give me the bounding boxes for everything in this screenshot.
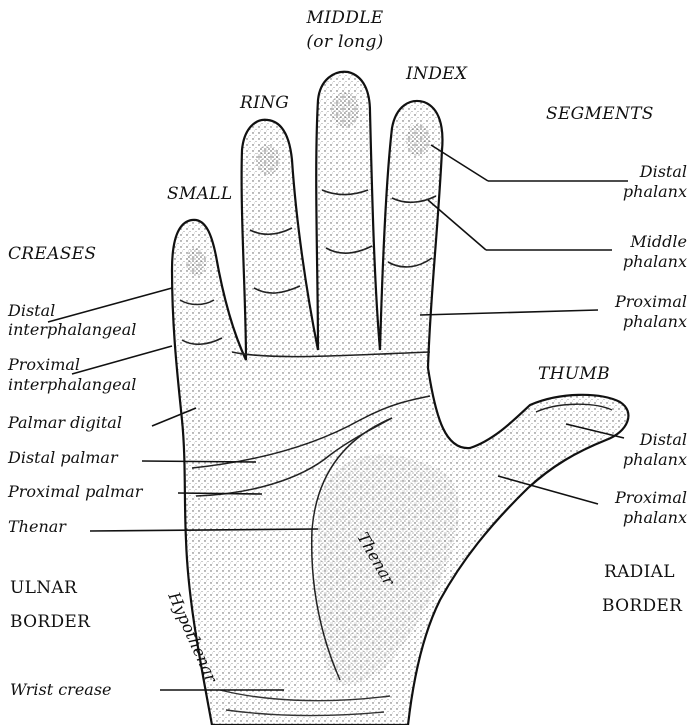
label-ring: RING xyxy=(240,95,289,112)
label-thumb-proximal-1: Proximal xyxy=(615,490,687,506)
label-distal-interphalangeal-1: Distal xyxy=(8,303,55,319)
label-index: INDEX xyxy=(406,66,467,83)
label-proximal-phalanx-2: phalanx xyxy=(623,314,687,330)
label-radial-1: RADIAL xyxy=(604,564,675,581)
label-thenar-crease: Thenar xyxy=(8,519,66,535)
label-thumb-proximal-2: phalanx xyxy=(623,510,687,526)
label-middle-phalanx-2: phalanx xyxy=(623,254,687,270)
label-distal-palmar: Distal palmar xyxy=(8,450,118,466)
label-palmar-digital: Palmar digital xyxy=(8,415,122,431)
label-proximal-interphalangeal-2: interphalangeal xyxy=(8,377,136,393)
label-thumb-distal-2: phalanx xyxy=(623,452,687,468)
label-proximal-phalanx-1: Proximal xyxy=(615,294,687,310)
label-distal-phalanx-2: phalanx xyxy=(623,184,687,200)
creases-heading: CREASES xyxy=(8,246,96,263)
label-middle-phalanx-1: Middle xyxy=(630,234,687,250)
label-radial-2: BORDER xyxy=(602,598,682,615)
segments-heading: SEGMENTS xyxy=(546,106,654,123)
label-thumb-distal-1: Distal xyxy=(640,432,687,448)
label-ulnar-2: BORDER xyxy=(10,614,90,631)
label-ulnar-1: ULNAR xyxy=(10,580,77,597)
label-proximal-palmar: Proximal palmar xyxy=(8,484,142,500)
label-distal-interphalangeal-2: interphalangeal xyxy=(8,322,136,338)
label-thumb: THUMB xyxy=(538,366,610,383)
label-distal-phalanx-1: Distal xyxy=(640,164,687,180)
label-proximal-interphalangeal-1: Proximal xyxy=(8,357,80,373)
label-wrist-crease: Wrist crease xyxy=(10,682,112,698)
label-middle: MIDDLE xyxy=(290,10,400,27)
label-middle-alt: (or long) xyxy=(290,34,400,51)
label-small: SMALL xyxy=(167,186,232,203)
